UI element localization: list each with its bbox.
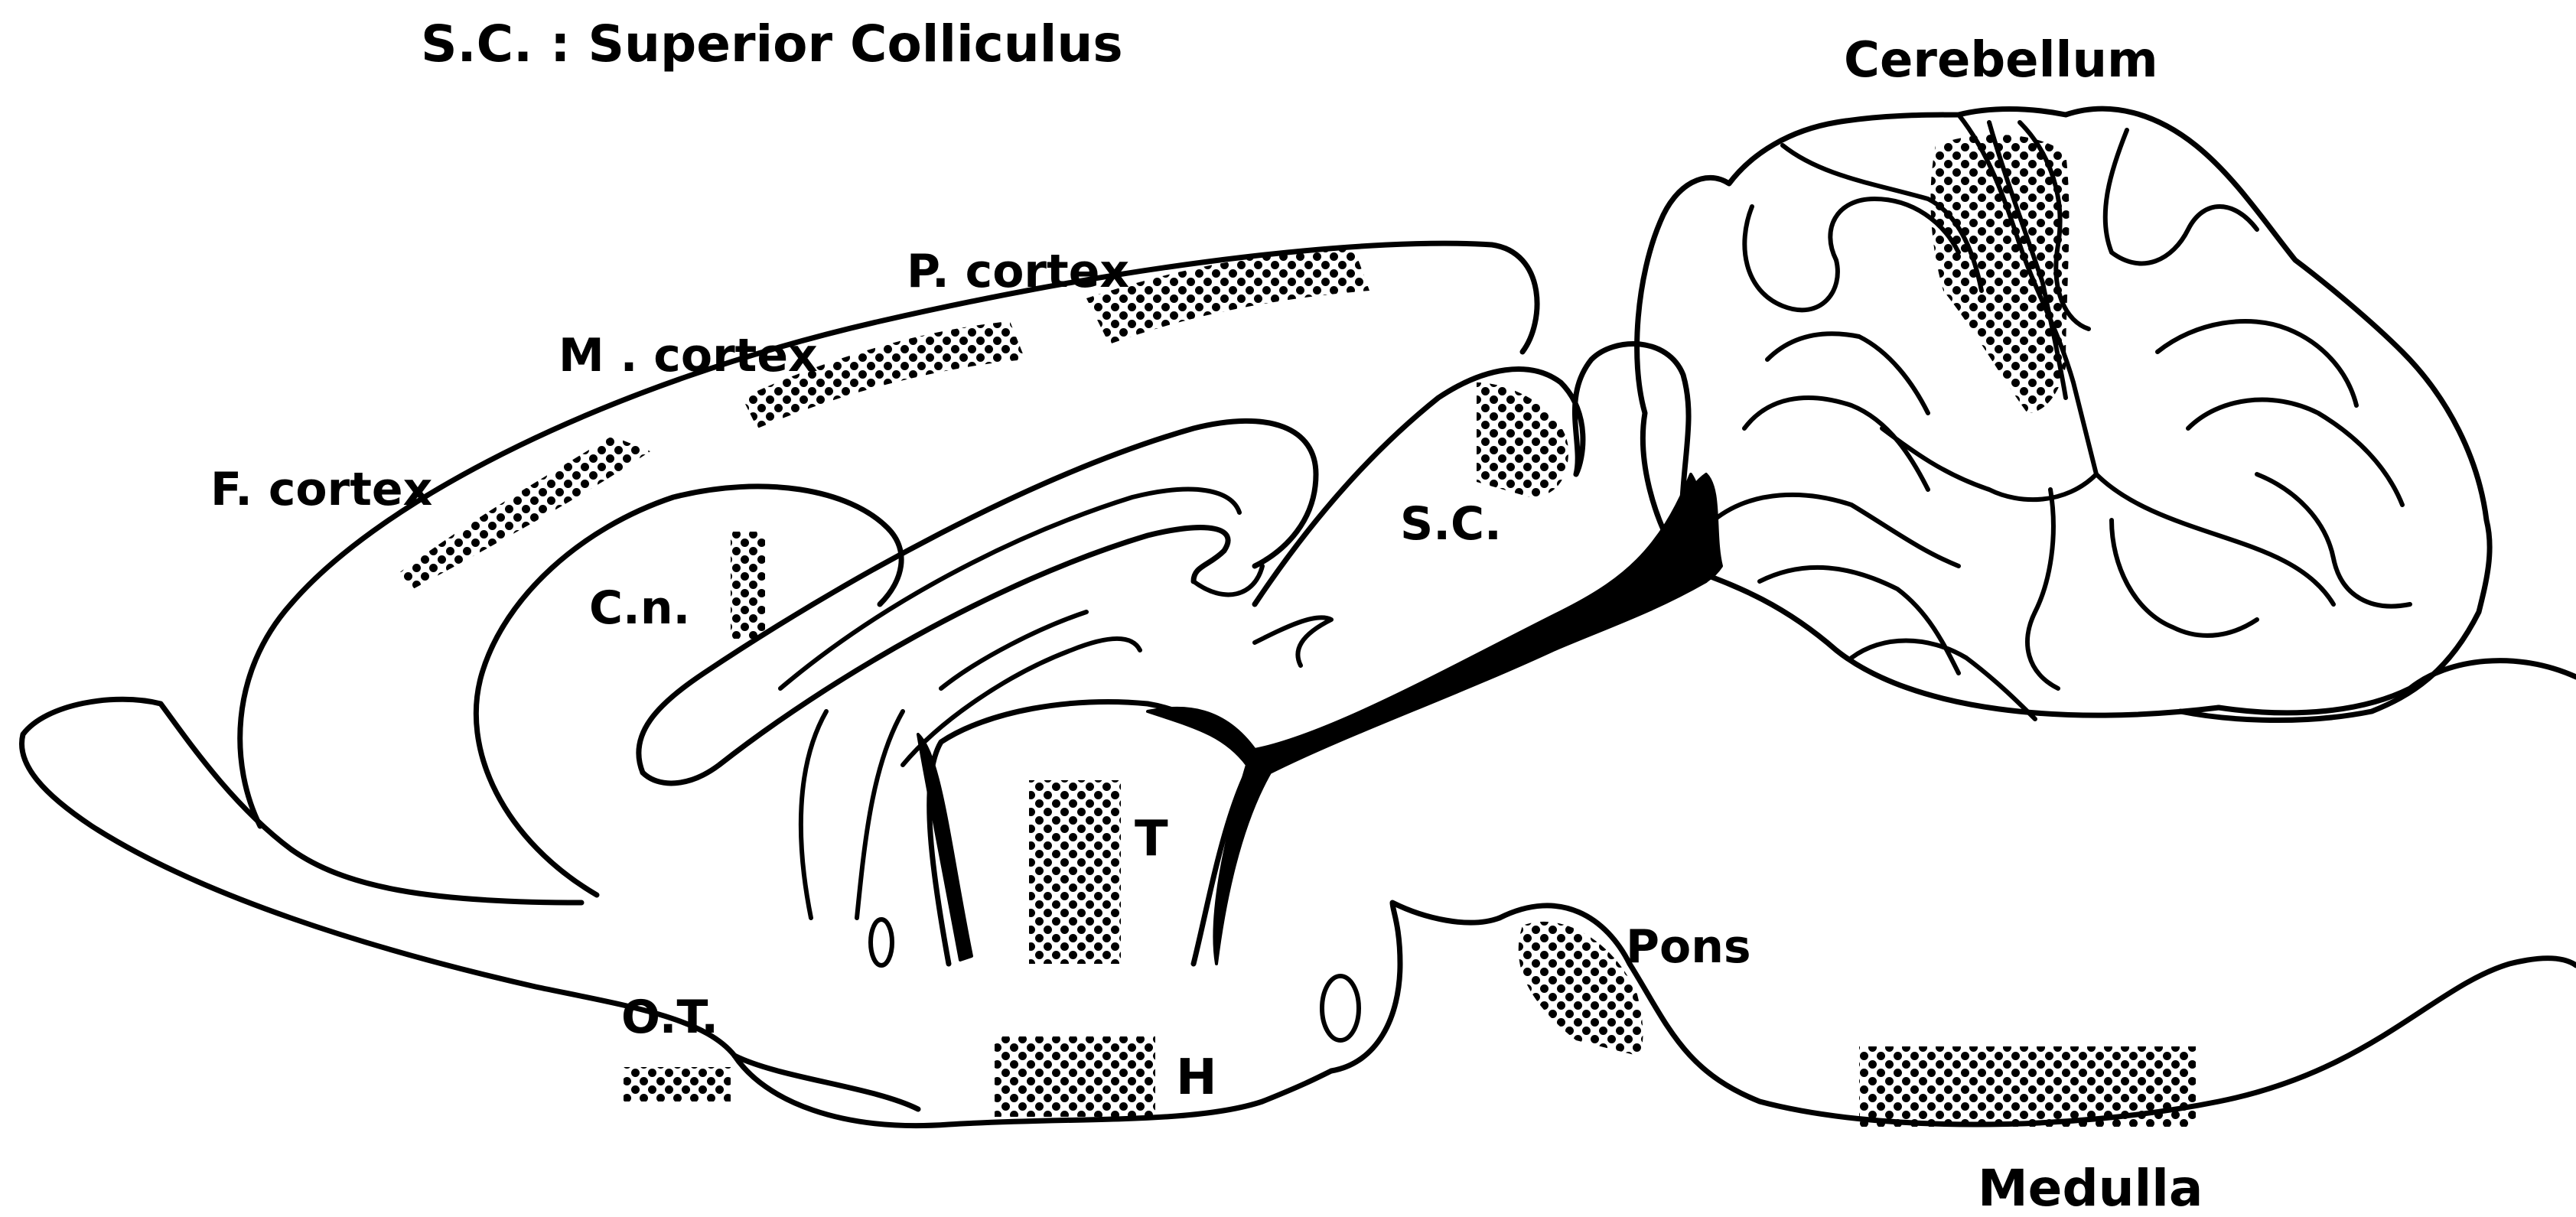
stipple-sc bbox=[1477, 382, 1568, 497]
stipple-cerebellum bbox=[1930, 135, 2069, 413]
label-m-cortex: M . cortex bbox=[559, 329, 818, 382]
stipple-caudate bbox=[731, 532, 765, 639]
stipple-thalamus bbox=[1029, 780, 1121, 964]
stipple-pons bbox=[1519, 922, 1643, 1056]
stipple-hypothalamus bbox=[995, 1036, 1155, 1117]
label-medulla: Medulla bbox=[1978, 1159, 2203, 1213]
label-hypothalamus: H bbox=[1176, 1049, 1217, 1106]
label-pons: Pons bbox=[1626, 920, 1751, 974]
superior-colliculus-outline bbox=[1255, 344, 1689, 604]
legend-text: S.C. : Superior Colliculus bbox=[421, 15, 1123, 73]
label-superior-colliculus: S.C. bbox=[1400, 497, 1502, 551]
label-cerebellum: Cerebellum bbox=[1844, 32, 2158, 89]
caudate-nucleus-outline bbox=[476, 486, 901, 895]
label-optic-tract: O.T. bbox=[621, 991, 718, 1044]
label-caudate-nucleus: C.n. bbox=[589, 581, 690, 635]
stipple-f-cortex bbox=[398, 436, 650, 589]
stipple-medulla bbox=[1859, 1046, 2196, 1127]
stipple-ot bbox=[624, 1067, 731, 1101]
brain-outline bbox=[21, 243, 2576, 1125]
label-thalamus: T bbox=[1135, 811, 1168, 867]
label-p-cortex: P. cortex bbox=[907, 245, 1129, 298]
label-f-cortex: F. cortex bbox=[210, 463, 432, 516]
